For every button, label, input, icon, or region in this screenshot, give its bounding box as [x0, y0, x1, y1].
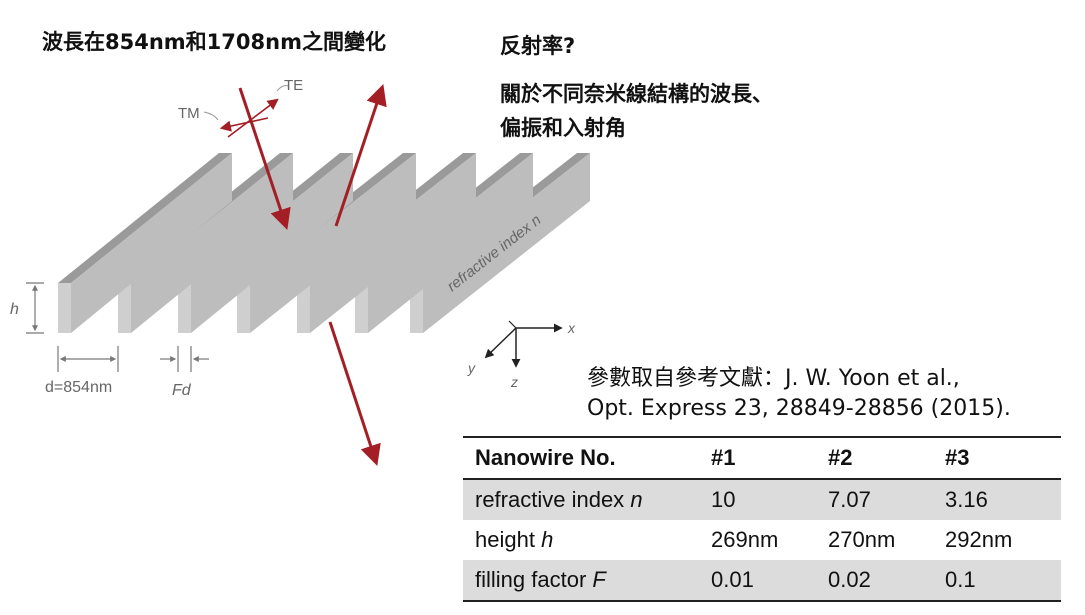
fd-label: Fd: [172, 382, 192, 399]
tm-pointer: [203, 111, 219, 121]
table-cell: 0.1: [933, 560, 1061, 602]
row-variable: F: [592, 567, 606, 592]
tm-polarization-arrow: [219, 117, 269, 132]
reflectance-question: 反射率?: [500, 34, 576, 58]
row-label: refractive index n: [463, 479, 699, 520]
table-row: filling factor F 0.01 0.02 0.1: [463, 560, 1061, 602]
table-cell: 0.01: [699, 560, 816, 602]
te-label: TE: [284, 77, 303, 94]
axis-y-label: y: [467, 360, 476, 376]
row-label: height h: [463, 520, 699, 560]
row-label: filling factor F: [463, 560, 699, 602]
transmitted-arrow: [328, 321, 381, 466]
nanowire-bar: [58, 153, 232, 333]
reference-line-2: Opt. Express 23, 28849-28856 (2015).: [587, 396, 1011, 421]
nanowire-bars: [58, 153, 590, 333]
incident-arrow: [238, 87, 291, 230]
period-marker: [57, 346, 119, 372]
row-label-text: height: [475, 527, 535, 552]
table-cell: 269nm: [711, 527, 779, 552]
table-cell: 270nm: [828, 527, 896, 552]
row-label-text: refractive index: [475, 487, 625, 512]
table-row: refractive index n 10 7.07 3.16: [463, 479, 1061, 520]
d-label: d=854nm: [45, 379, 112, 396]
column-header: Nanowire No.: [463, 436, 699, 480]
reflected-arrow: [334, 84, 387, 227]
column-header: #3: [933, 436, 1061, 480]
axis-z-label: z: [510, 374, 518, 390]
h-label: h: [10, 301, 19, 318]
table-header-row: Nanowire No. #1 #2 #3: [463, 436, 1061, 480]
row-label-text: filling factor: [475, 567, 587, 592]
table-cell: 0.02: [816, 560, 933, 602]
axis-x-label: x: [567, 320, 576, 336]
reference-line-1: 參數取自參考文獻：J. W. Yoon et al.,: [587, 366, 960, 391]
column-header: #2: [816, 436, 933, 480]
table-cell: 3.16: [933, 479, 1061, 520]
row-variable: h: [541, 527, 554, 552]
column-header: #1: [699, 436, 816, 480]
table-row: height h 269nm 270nm 292nm: [463, 520, 1061, 560]
te-pointer: [276, 85, 289, 92]
filling-marker: [160, 346, 209, 372]
te-polarization-arrow: [227, 98, 279, 138]
tm-label: TM: [178, 105, 200, 122]
description-line-2: 偏振和入射角: [500, 116, 626, 140]
page-title: 波長在854nm和1708nm之間變化: [42, 30, 386, 54]
table-cell: 292nm: [945, 527, 1013, 552]
nanowire-parameter-table: Nanowire No. #1 #2 #3 refractive index n…: [463, 436, 1061, 602]
table-cell: 10: [699, 479, 816, 520]
coordinate-axes: [484, 320, 563, 368]
height-marker: [26, 282, 44, 334]
description-line-1: 關於不同奈米線結構的波長、: [500, 82, 773, 106]
row-variable: n: [630, 487, 643, 512]
table-cell: 7.07: [816, 479, 933, 520]
